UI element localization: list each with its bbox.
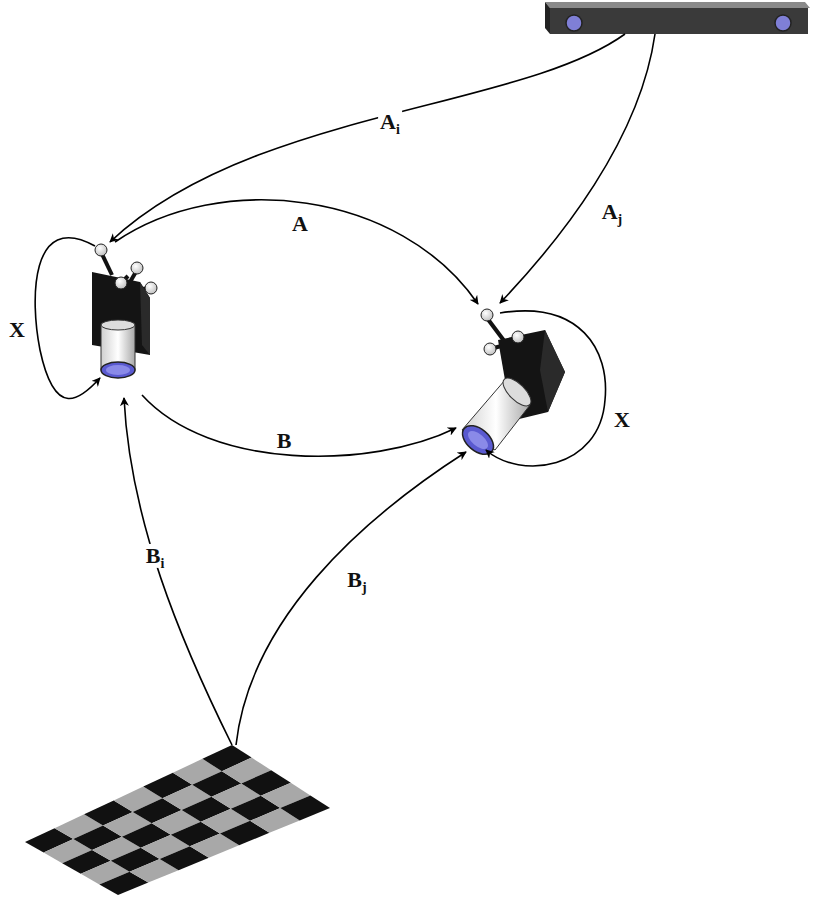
arrow-x-left bbox=[35, 238, 100, 399]
arrow-aj bbox=[500, 34, 655, 303]
arrow-x-right bbox=[486, 311, 606, 466]
transform-arrows bbox=[35, 34, 655, 745]
transform-label: X bbox=[612, 408, 632, 432]
transform-label: X bbox=[7, 318, 27, 342]
board-square bbox=[280, 795, 330, 820]
transform-label: Bi bbox=[144, 544, 167, 568]
transform-label: Bj bbox=[345, 568, 368, 592]
tracking-camera bbox=[545, 2, 810, 34]
transform-label: A bbox=[290, 212, 310, 236]
arrow-b bbox=[142, 395, 456, 456]
transform-label: Ai bbox=[378, 110, 402, 134]
checkerboard bbox=[25, 745, 330, 895]
transform-label: B bbox=[275, 429, 294, 453]
arrow-bj bbox=[236, 452, 466, 745]
arrow-bi bbox=[124, 398, 232, 745]
right-camera bbox=[457, 309, 565, 460]
transform-label: Aj bbox=[600, 200, 625, 224]
arrow-a bbox=[115, 200, 478, 304]
arrow-ai bbox=[110, 34, 625, 242]
left-camera bbox=[92, 244, 157, 378]
